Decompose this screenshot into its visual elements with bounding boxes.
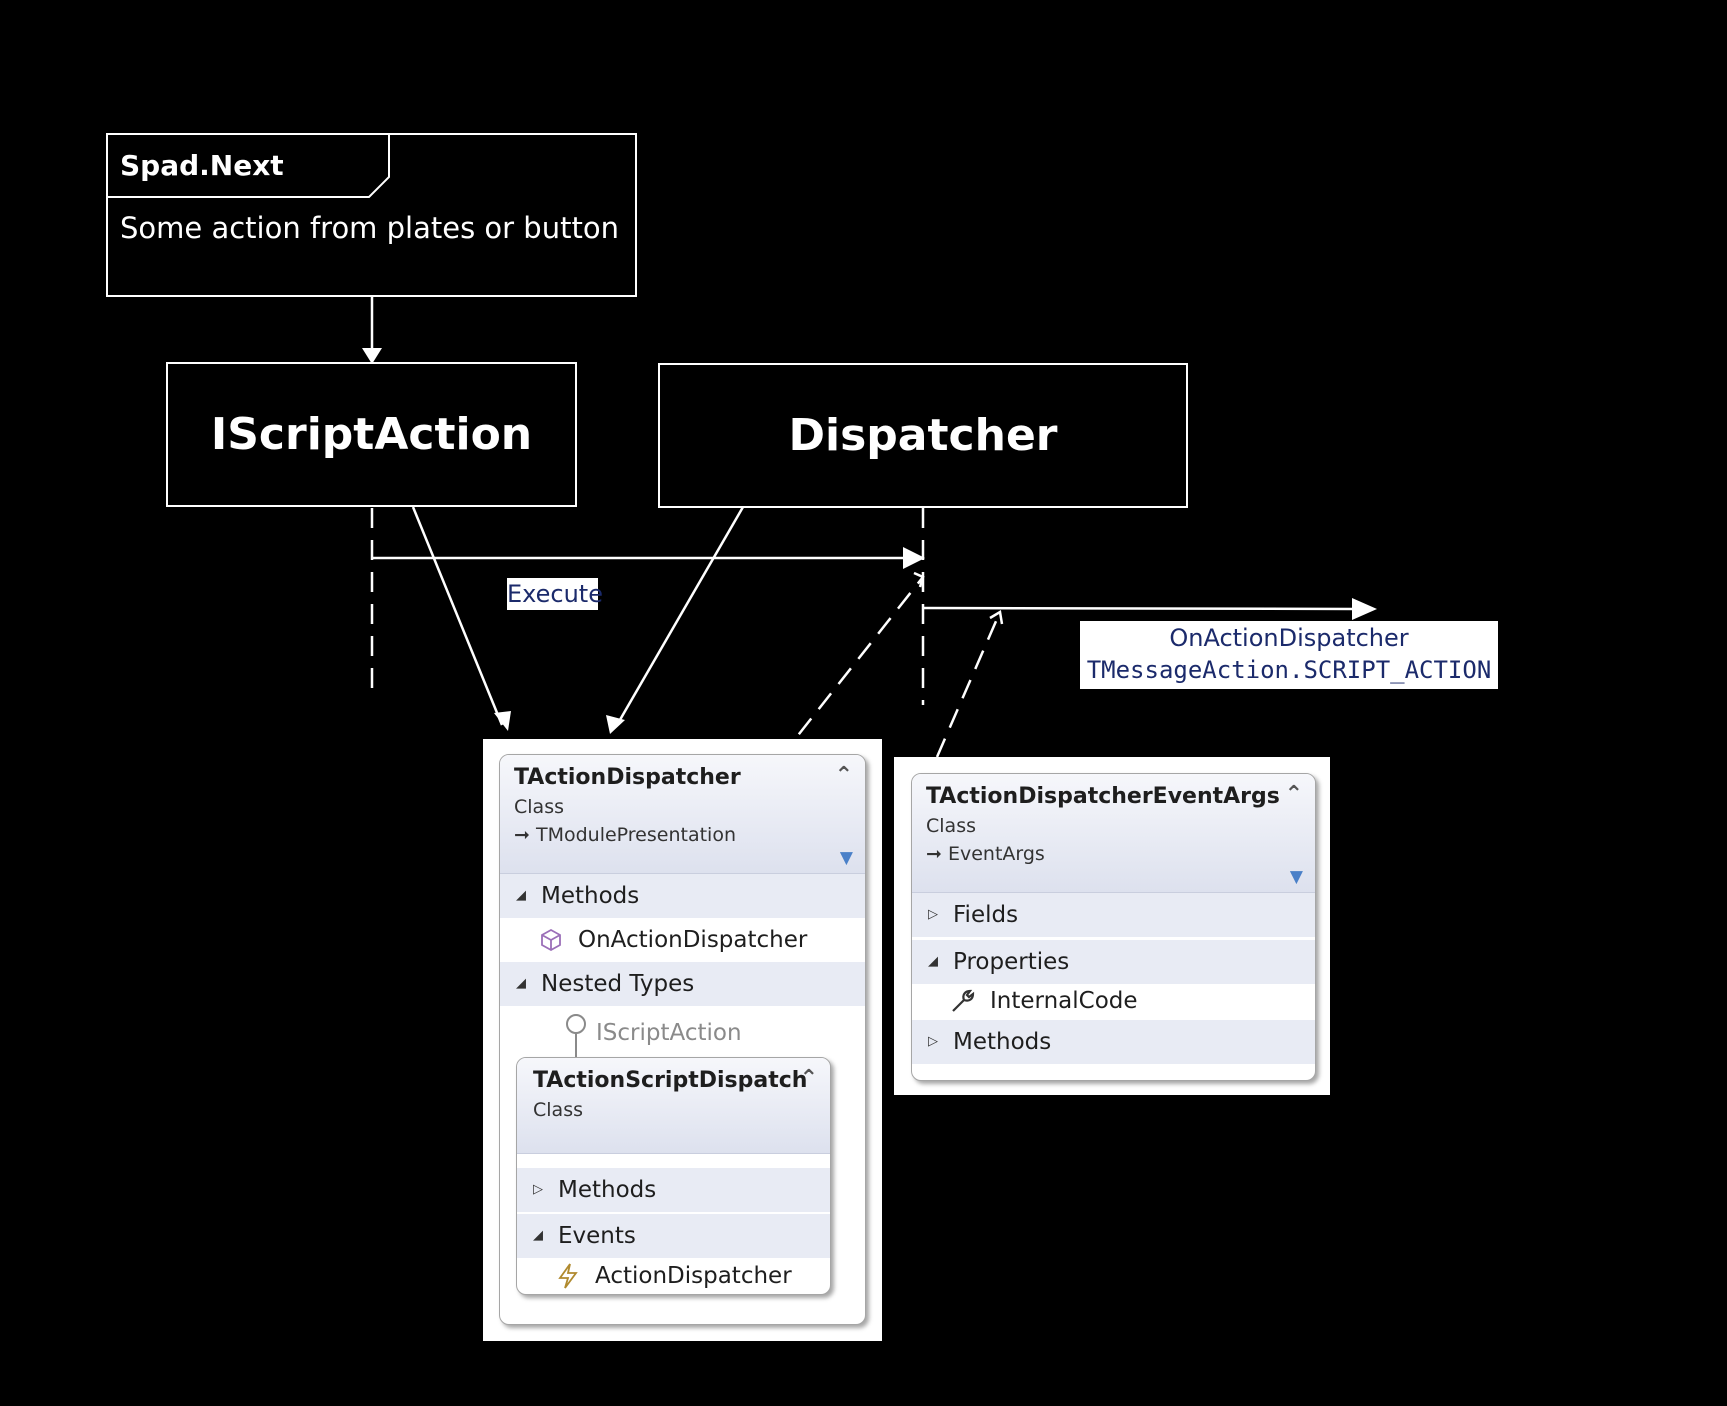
method-cube-icon xyxy=(538,918,564,967)
member-name: ActionDispatcher xyxy=(595,1263,792,1289)
triangle-right-icon: ▷ xyxy=(928,907,938,922)
lifeline-iscriptaction[interactable]: IScriptAction xyxy=(166,362,577,507)
triangle-right-icon: ▷ xyxy=(533,1182,543,1197)
member-name: OnActionDispatcher xyxy=(578,927,808,953)
compartment-label: Nested Types xyxy=(541,971,695,997)
link-iscriptaction-to-class xyxy=(411,506,504,726)
class-kind: Class xyxy=(514,796,564,818)
compartment-fields[interactable]: ▷ Fields xyxy=(912,893,1315,937)
message-label-execute[interactable]: Execute xyxy=(507,578,603,610)
compartment-label: Methods xyxy=(953,1029,1052,1055)
base-class-name: TModulePresentation xyxy=(535,824,736,846)
compartment-label: Properties xyxy=(953,949,1070,975)
message-label-onactiondispatcher[interactable]: OnActionDispatcher TMessageAction.SCRIPT… xyxy=(1080,621,1498,689)
compartment-label: Methods xyxy=(541,883,640,909)
inheritance-arrow-icon: ➞ xyxy=(926,843,942,865)
frame-tab xyxy=(106,133,390,198)
frame-description: Some action from plates or button xyxy=(120,211,619,245)
message-name: OnActionDispatcher xyxy=(1169,624,1409,652)
inheritance-arrow-icon: ➞ xyxy=(514,824,530,846)
compartment-methods[interactable]: ▷ Methods xyxy=(912,1020,1315,1064)
compartment-label: Events xyxy=(558,1223,636,1249)
triangle-down-icon: ◢ xyxy=(516,976,526,991)
compartment-methods[interactable]: ◢ Methods xyxy=(500,874,865,918)
compartment-events[interactable]: ◢ Events xyxy=(517,1214,830,1258)
frame-title: Spad.Next xyxy=(120,149,284,182)
class-header: TActionScriptDispatch Class ⌃ xyxy=(517,1058,830,1154)
triangle-down-icon: ◢ xyxy=(516,888,526,903)
triangle-right-icon: ▷ xyxy=(928,1034,938,1049)
compartment-nested-types[interactable]: ◢ Nested Types xyxy=(500,962,865,1006)
arrowhead-open xyxy=(989,609,1004,625)
double-chevron-up-icon[interactable]: ⌃ xyxy=(799,1066,818,1091)
interface-label-iscriptaction: IScriptAction xyxy=(596,1020,742,1046)
class-header: TActionDispatcherEventArgs Class ➞ Event… xyxy=(912,774,1315,893)
triangle-down-icon: ◢ xyxy=(533,1228,543,1243)
compartment-methods[interactable]: ▷ Methods xyxy=(517,1168,830,1212)
arrowhead-open xyxy=(913,571,925,588)
member-row-actiondispatcher[interactable]: ActionDispatcher xyxy=(517,1254,830,1294)
arrowhead-onactiondispatcher xyxy=(1352,598,1377,620)
class-kind: Class xyxy=(926,815,976,837)
link-dispatcher-to-class xyxy=(615,506,745,726)
class-kind: Class xyxy=(533,1099,583,1121)
message-argument: TMessageAction.SCRIPT_ACTION xyxy=(1086,656,1492,684)
class-name: TActionScriptDispatch xyxy=(533,1068,808,1093)
class-shape-tactiondispatchereventargs[interactable]: TActionDispatcherEventArgs Class ➞ Event… xyxy=(911,773,1316,1081)
class-name: TActionDispatcher xyxy=(514,765,741,790)
message-onactiondispatcher-line xyxy=(922,606,1356,611)
member-name: InternalCode xyxy=(990,988,1138,1014)
lightning-icon xyxy=(555,1254,581,1294)
base-class-name: EventArgs xyxy=(947,843,1045,865)
member-row-onactiondispatcher[interactable]: OnActionDispatcher xyxy=(500,918,865,962)
class-base: ➞ EventArgs xyxy=(926,843,1045,865)
spad-next-frame: Spad.Next Some action from plates or but… xyxy=(106,133,637,297)
arrowhead-iscript-link xyxy=(494,711,511,731)
arrowhead-dispatcher-link xyxy=(606,715,625,734)
compartment-label: Fields xyxy=(953,902,1019,928)
class-base: ➞ TModulePresentation xyxy=(514,824,736,846)
dependency-eventargs xyxy=(935,611,1002,758)
member-row-internalcode[interactable]: InternalCode xyxy=(912,979,1315,1023)
double-chevron-up-icon[interactable]: ⌃ xyxy=(1284,782,1303,807)
class-shape-tactionscriptdispatch[interactable]: TActionScriptDispatch Class ⌃ ▷ Methods … xyxy=(516,1057,831,1295)
filter-icon[interactable]: ▼ xyxy=(839,848,853,868)
compartment-label: Methods xyxy=(558,1177,657,1203)
double-chevron-up-icon[interactable]: ⌃ xyxy=(834,763,853,788)
class-name: TActionDispatcherEventArgs xyxy=(926,784,1280,809)
triangle-down-icon: ◢ xyxy=(928,954,938,969)
filter-icon[interactable]: ▼ xyxy=(1289,867,1303,887)
class-header: TActionDispatcher Class ➞ TModulePresent… xyxy=(500,755,865,874)
wrench-icon xyxy=(950,979,976,1029)
compartment-properties[interactable]: ◢ Properties xyxy=(912,940,1315,984)
arrowhead-execute xyxy=(903,547,925,569)
class-diagram-panel-tactiondispatcher: TActionDispatcher Class ➞ TModulePresent… xyxy=(483,739,882,1341)
lifeline-dispatcher[interactable]: Dispatcher xyxy=(658,363,1188,508)
class-diagram-panel-eventargs: TActionDispatcherEventArgs Class ➞ Event… xyxy=(894,757,1330,1095)
